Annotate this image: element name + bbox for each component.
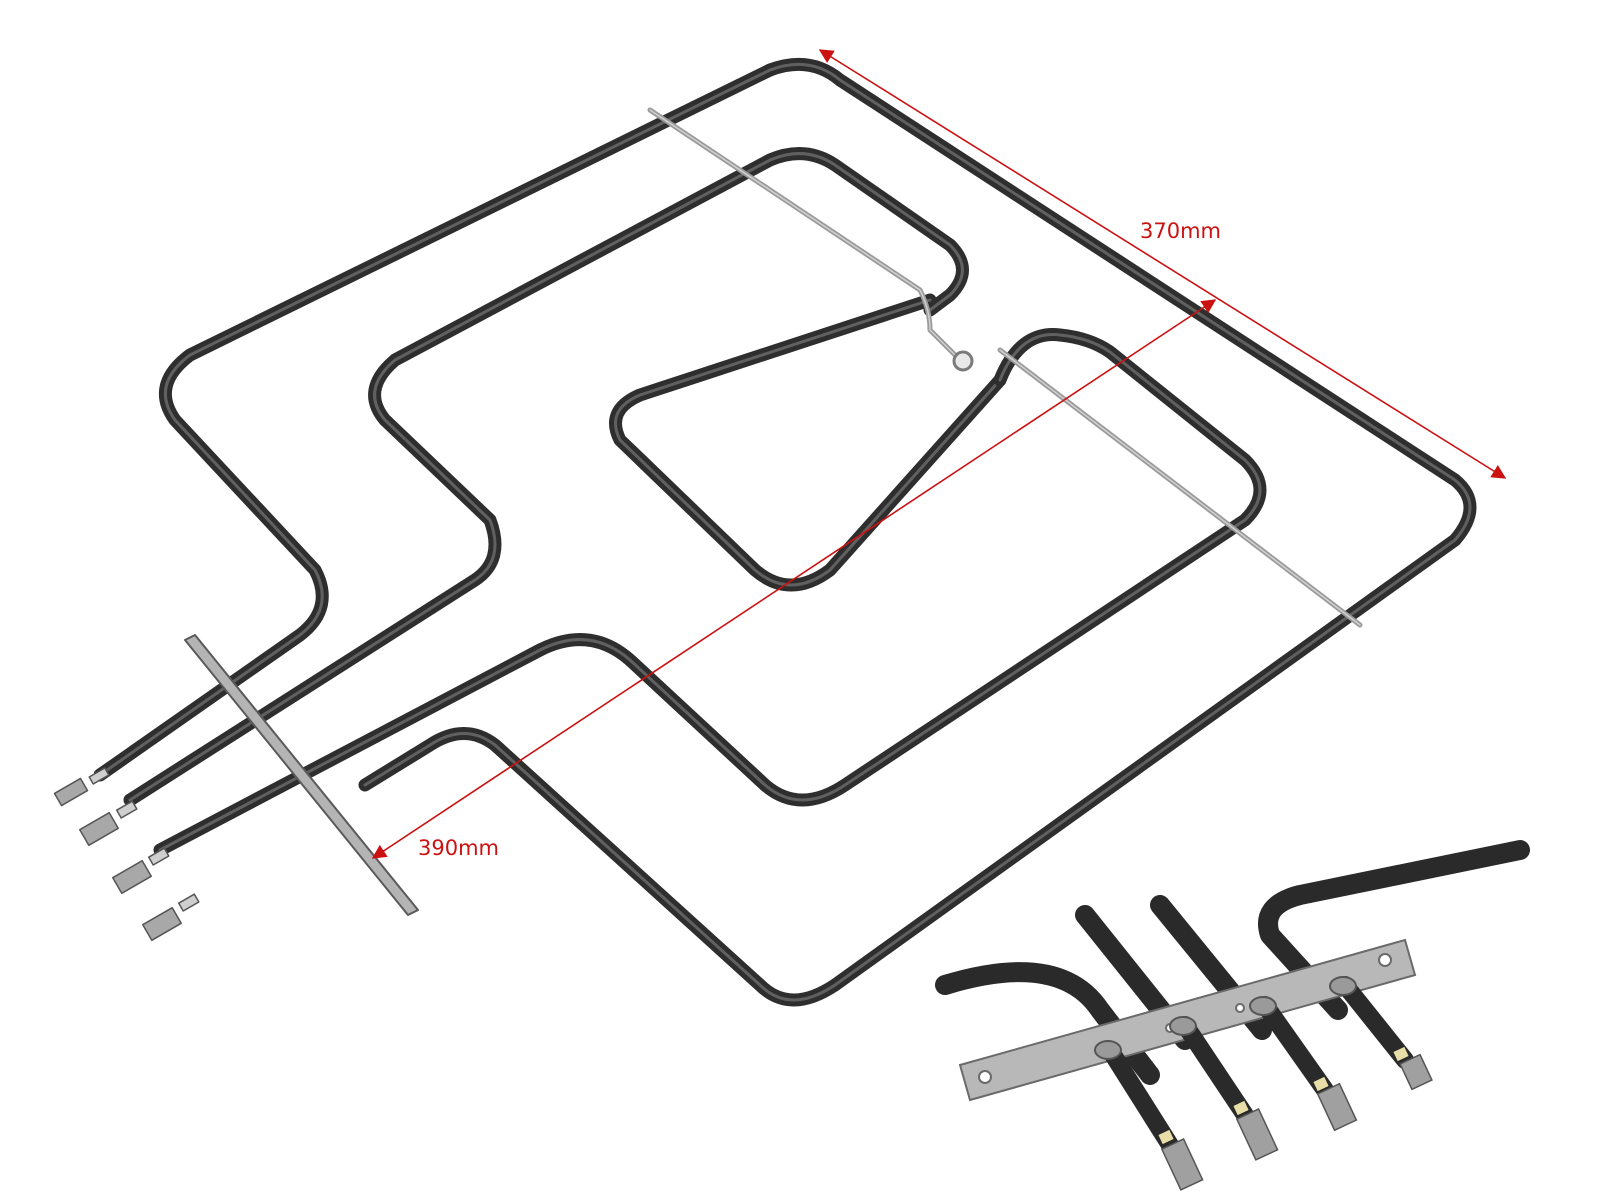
mounting-hole-icon: [1378, 953, 1392, 967]
spade-connector: [1160, 1137, 1204, 1191]
terminals: [53, 767, 200, 942]
terminal-collar: [1329, 976, 1357, 996]
dimension-370: 370mm: [818, 49, 1507, 479]
heating-element: [53, 57, 1477, 1007]
mounting-hole-icon: [978, 1070, 992, 1084]
terminal-collar: [1169, 1016, 1197, 1036]
dimension-arrow-width: [371, 299, 1217, 859]
spade-connector: [1399, 1053, 1433, 1091]
terminal: [112, 847, 170, 895]
mounting-plate: [184, 634, 419, 916]
outer-loop: [93, 57, 1477, 1007]
spade-connector: [1316, 1082, 1358, 1132]
terminal: [142, 893, 200, 942]
depth-label: 370mm: [1140, 219, 1221, 243]
second-loop: [123, 147, 969, 807]
dimension-390: 390mm: [371, 299, 1217, 860]
bracket-ring-icon: [952, 350, 974, 372]
dimension-arrow-depth: [818, 49, 1507, 479]
inset-terminals: [1094, 976, 1433, 1191]
terminal-collar: [1094, 1040, 1122, 1060]
terminal: [53, 767, 110, 807]
terminal-detail-inset: [935, 840, 1530, 1191]
width-label: 390mm: [418, 836, 499, 860]
mounting-hole-icon: [1235, 1003, 1245, 1013]
terminal-collar: [1249, 996, 1277, 1016]
terminal: [79, 800, 138, 847]
spade-connector: [1235, 1107, 1279, 1161]
